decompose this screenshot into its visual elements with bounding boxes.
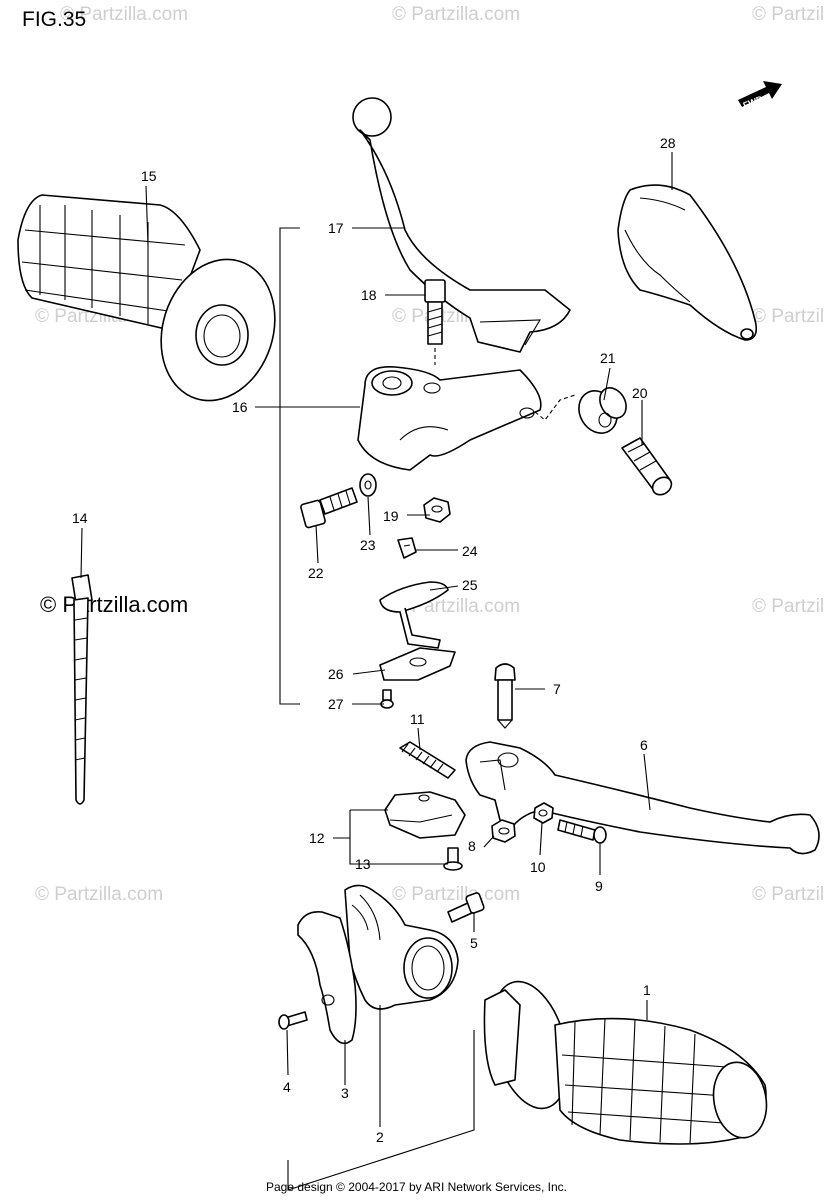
callout-8: 8 [468, 838, 476, 854]
watermark-layer: © Partzilla.com © Partzilla.com © Partzi… [35, 4, 824, 905]
lever-bolt-part [300, 487, 358, 529]
callout-13: 13 [355, 856, 371, 872]
callout-18: 18 [361, 287, 377, 303]
watermark: © Partzilla.com [752, 306, 824, 327]
brake-pivot-bolt-part [494, 663, 516, 729]
watermark: © Partzilla.com [60, 4, 188, 25]
fwd-label: FWD [742, 93, 765, 110]
watermark: © Partzilla.com [35, 884, 163, 905]
callout-20: 20 [632, 385, 648, 401]
right-grip-part [483, 980, 768, 1145]
callout-11: 11 [410, 711, 425, 727]
adjuster-bolt-part [621, 437, 673, 496]
watermark: © Partzilla.com [392, 884, 520, 905]
callout-23: 23 [360, 537, 376, 553]
brake-switch-screw-part [443, 847, 463, 871]
clutch-switch-part [379, 647, 456, 681]
clutch-lever-part [352, 97, 571, 353]
callout-19: 19 [383, 508, 399, 524]
holder-clamp-part [297, 910, 357, 1045]
callout-9: 9 [595, 878, 603, 894]
switch-screw-part [380, 689, 394, 709]
pivot-bolt-part [424, 279, 446, 365]
callout-21: 21 [600, 350, 616, 366]
callout-16: 16 [232, 399, 248, 415]
callout-14: 14 [72, 510, 88, 526]
footer-credit: Page design © 2004-2017 by ARI Network S… [266, 1180, 567, 1194]
callout-25: 25 [462, 577, 478, 593]
callout-28: 28 [660, 135, 676, 151]
callouts: 15 17 28 18 16 21 20 19 23 22 24 25 14 2… [72, 135, 676, 1145]
callout-22: 22 [308, 565, 324, 581]
callout-7: 7 [553, 681, 561, 697]
callout-24: 24 [462, 543, 478, 559]
lever-bracket-part [357, 366, 576, 471]
callout-26: 26 [328, 666, 344, 682]
leader-lines [80, 152, 673, 1191]
brake-switch-part [384, 791, 466, 839]
figure-title: FIG.35 [22, 8, 86, 31]
watermark: © Partzilla.com [752, 884, 824, 905]
callout-1: 1 [643, 982, 651, 998]
watermark: © Partzilla.com [752, 4, 824, 25]
callout-5: 5 [470, 935, 478, 951]
fwd-arrow-icon: FWD [738, 81, 782, 111]
callout-15: 15 [141, 168, 157, 184]
callout-4: 4 [283, 1079, 291, 1095]
adjuster-nut-part [578, 387, 627, 434]
watermark: © Partzilla.com [752, 596, 824, 617]
watermark: © Partzilla.com [392, 4, 520, 25]
callout-2: 2 [376, 1129, 384, 1145]
cable-tie-part [71, 574, 93, 805]
callout-10: 10 [530, 859, 546, 875]
left-grip-part [17, 194, 276, 402]
callout-12: 12 [309, 830, 325, 846]
brake-adjuster-nut-part [533, 802, 554, 824]
brake-lever-part [465, 741, 820, 855]
watermark-prominent: © Partzilla.com [40, 592, 188, 617]
callout-17: 17 [328, 220, 344, 236]
clamp-screw-part [278, 1011, 308, 1030]
brake-adjuster-screw-part [557, 819, 607, 844]
washer-part [359, 473, 377, 497]
callout-3: 3 [341, 1085, 349, 1101]
lever-holder-part [344, 884, 459, 1010]
spring-part [399, 741, 456, 779]
brake-pivot-nut-part [491, 819, 516, 843]
lever-cover-part [617, 184, 758, 341]
callout-6: 6 [640, 737, 648, 753]
callout-27: 27 [328, 696, 344, 712]
clip-part [397, 537, 417, 559]
lever-nut-part [423, 497, 451, 523]
